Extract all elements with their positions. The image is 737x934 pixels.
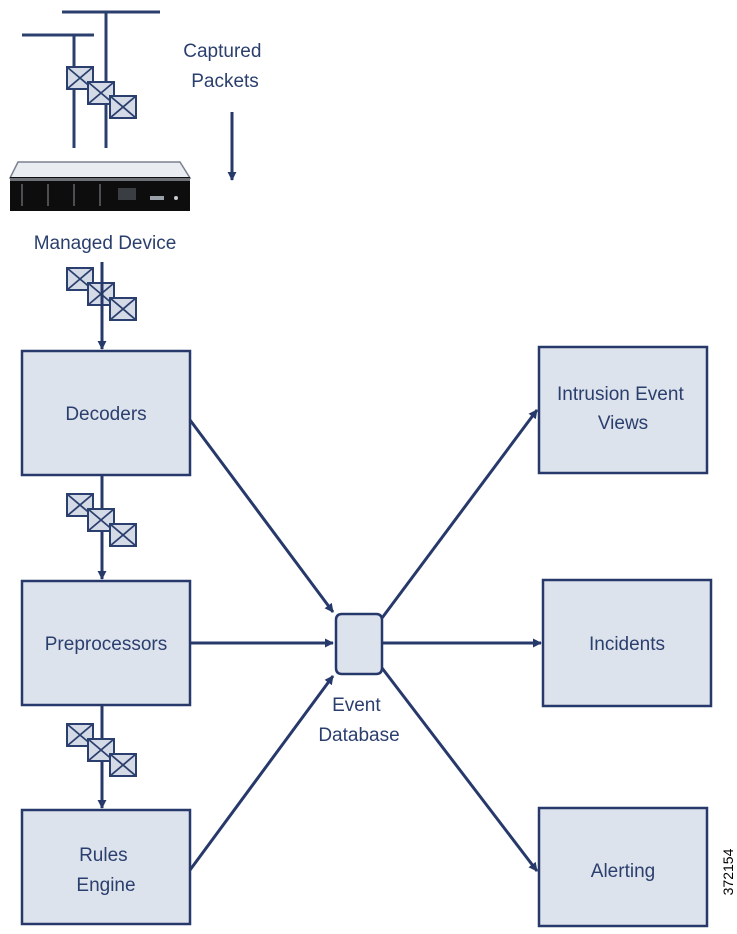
managed-device-label: Managed Device bbox=[34, 233, 177, 254]
decoders-stage: Decoders bbox=[20, 349, 192, 477]
envelope-icon bbox=[109, 95, 137, 119]
envelope-icon bbox=[109, 297, 137, 321]
intrusion-event-views-label: Intrusion Event Views bbox=[557, 384, 689, 434]
alerting-output: Alerting bbox=[537, 806, 709, 928]
rules-engine-to-database-arrow bbox=[188, 675, 335, 871]
captured-packets-label: Captured Packets bbox=[183, 41, 266, 92]
event-database-label: Event Database bbox=[318, 695, 399, 746]
incidents-label: Incidents bbox=[589, 634, 665, 655]
intrusion-event-views-output: Intrusion Event Views bbox=[537, 345, 709, 475]
event-database-icon bbox=[334, 612, 384, 676]
envelope-icon bbox=[109, 753, 137, 777]
database-to-alerting-arrow bbox=[380, 667, 539, 872]
decoders-to-database-arrow bbox=[188, 419, 335, 613]
packets-to-preprocessors bbox=[66, 476, 137, 580]
decoders-label: Decoders bbox=[65, 404, 146, 425]
rules-engine-stage: Rules Engine bbox=[20, 808, 192, 926]
rules-engine-label: Rules Engine bbox=[76, 845, 135, 896]
preprocessors-stage: Preprocessors bbox=[20, 579, 192, 707]
captured-packets-envelopes bbox=[66, 66, 137, 119]
database-to-intrusion-views-arrow bbox=[380, 409, 539, 619]
alerting-label: Alerting bbox=[591, 861, 655, 882]
packets-to-rules-engine bbox=[66, 706, 137, 809]
preprocessors-label: Preprocessors bbox=[45, 634, 168, 655]
envelope-icon bbox=[109, 523, 137, 547]
network-wires bbox=[22, 10, 160, 148]
packets-to-decoders bbox=[66, 262, 137, 350]
figure-number: 372154 bbox=[720, 848, 736, 895]
incidents-output: Incidents bbox=[541, 578, 713, 708]
managed-device-icon bbox=[8, 161, 192, 211]
